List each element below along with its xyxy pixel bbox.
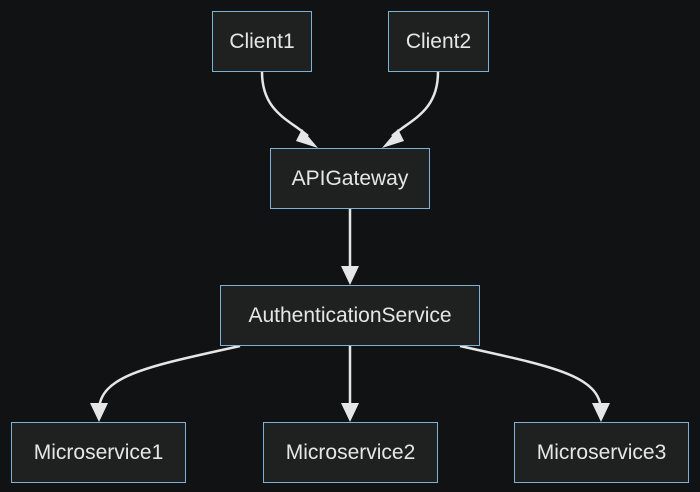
node-microservice1-label: Microservice1	[33, 440, 164, 464]
node-authenticationservice: AuthenticationService	[220, 285, 480, 346]
node-microservice3: Microservice3	[514, 422, 689, 483]
node-microservice1: Microservice1	[11, 422, 186, 483]
edge-authenticationservice-to-microservice3	[459, 344, 603, 411]
edge-authenticationservice-to-microservice1	[97, 344, 241, 411]
arrowhead-microservice1	[90, 403, 108, 422]
arrowhead-apigateway	[341, 266, 359, 285]
node-client2: Client2	[388, 11, 489, 72]
node-microservice2: Microservice2	[263, 422, 438, 483]
node-client2-label: Client2	[405, 29, 472, 53]
edge-client1-to-apigateway	[260, 71, 309, 137]
arrowhead-client2	[382, 129, 404, 148]
node-client1-label: Client1	[229, 29, 295, 53]
node-authenticationservice-label: AuthenticationService	[248, 303, 452, 327]
node-microservice2-label: Microservice2	[285, 440, 416, 464]
node-apigateway-label: APIGateway	[291, 166, 409, 190]
node-client1: Client1	[212, 11, 312, 72]
edge-client2-to-apigateway	[391, 71, 440, 137]
arrowhead-microservice3	[592, 403, 610, 422]
arrowhead-client1	[296, 129, 318, 148]
arrowhead-microservice2	[341, 403, 359, 422]
node-microservice3-label: Microservice3	[536, 440, 667, 464]
node-apigateway: APIGateway	[270, 148, 430, 209]
